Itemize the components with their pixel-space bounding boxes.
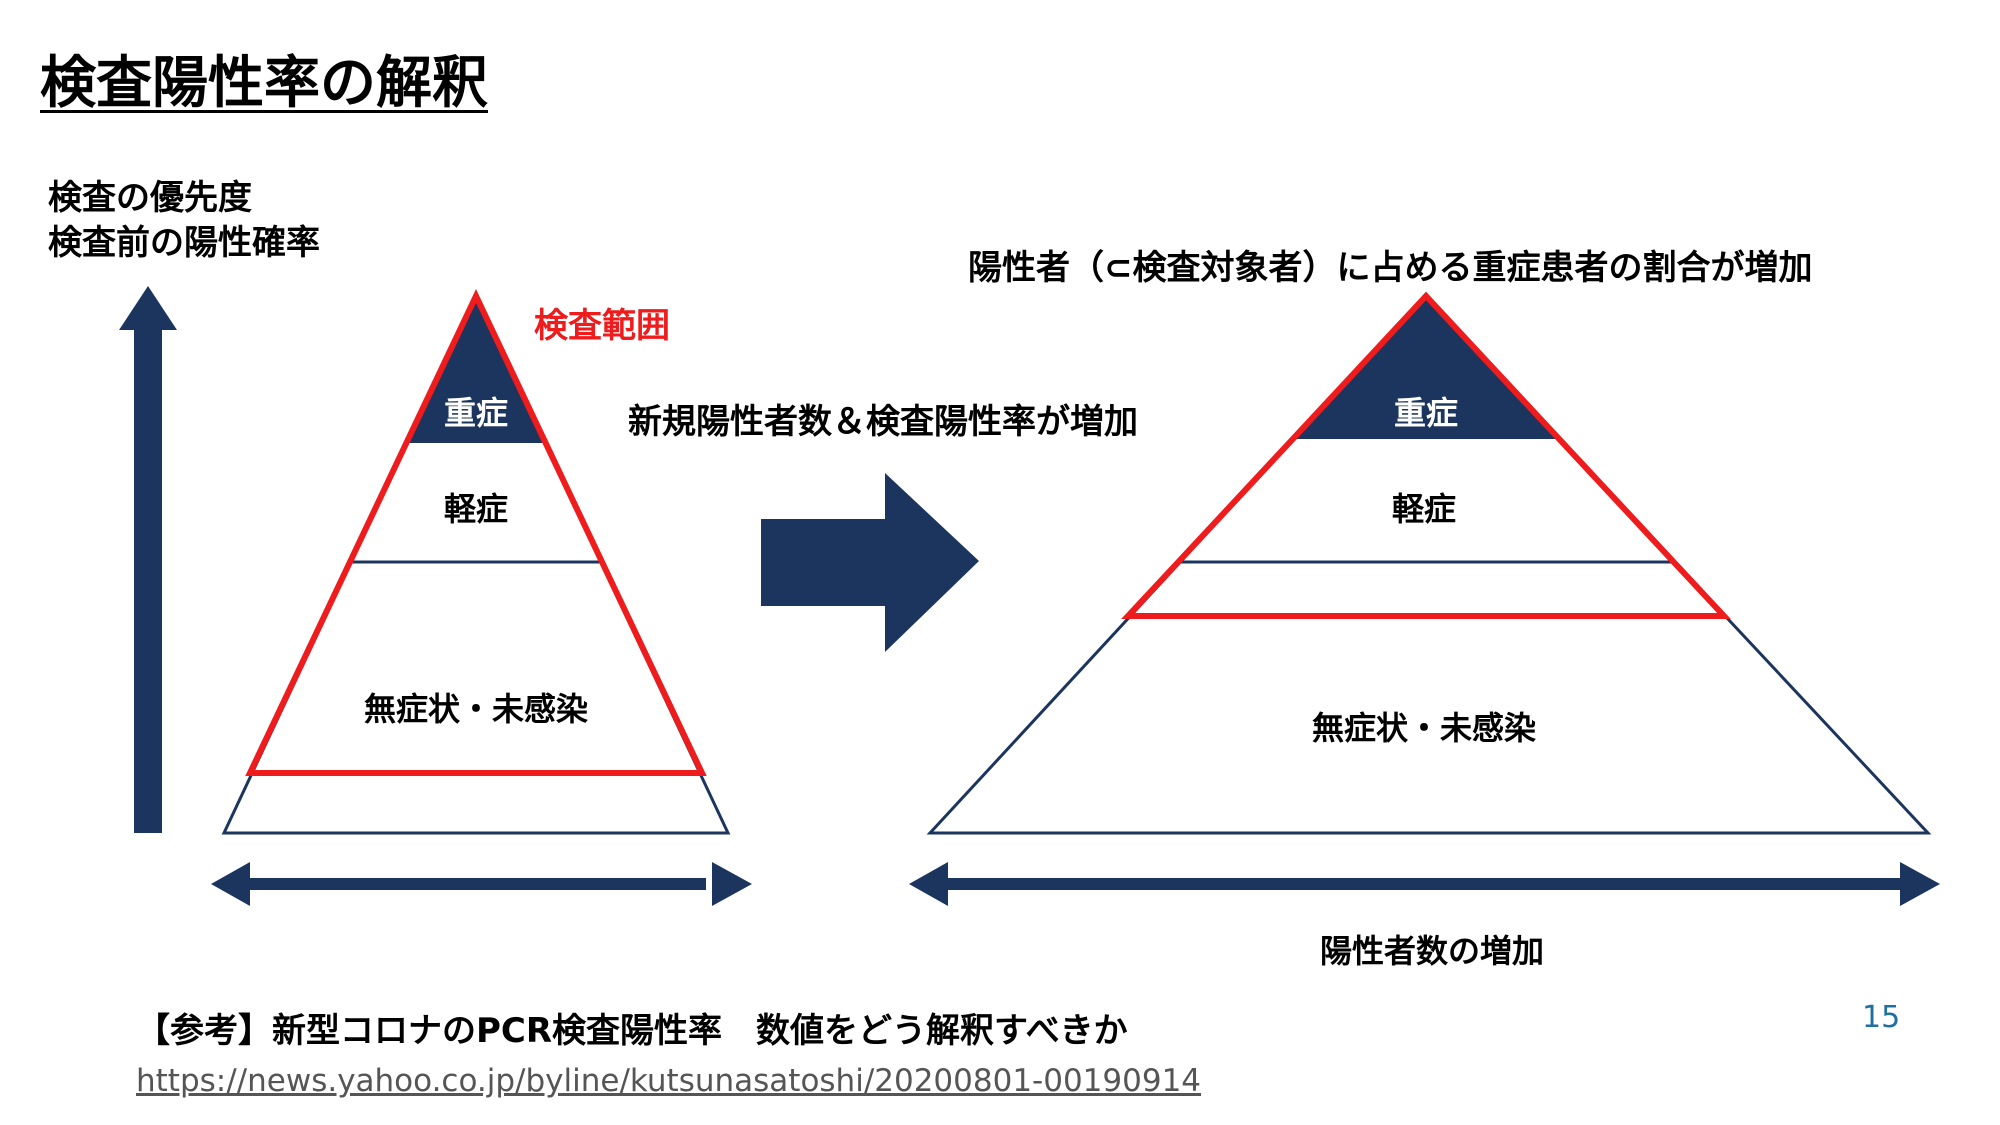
transition-label: 新規陽性者数＆検査陽性率が増加 [628,402,1138,442]
left-asymptomatic-label: 無症状・未感染 [363,690,589,728]
slide-title: 検査陽性率の解釈 [40,51,488,116]
left-pyramid [221,288,731,835]
right-severe-label: 重症 [1393,394,1459,432]
axis-label-pretest-probability: 検査前の陽性確率 [48,223,320,263]
right-severe-fill [1296,296,1556,439]
left-severe-fill [409,296,543,443]
right-mild-label: 軽症 [1391,490,1457,528]
left-double-arrow-icon [211,862,752,906]
left-test-range-outline [245,288,707,776]
axis-label-priority: 検査の優先度 [48,178,252,218]
right-pyramid-caption: 陽性者（⊂検査対象者）に占める重症患者の割合が増加 [968,248,1813,288]
page-number: 15 [1862,1000,1901,1035]
reference-url-link[interactable]: https://news.yahoo.co.jp/byline/kutsunas… [136,1063,1202,1099]
right-pyramid [926,291,1932,835]
positive-count-increase-label: 陽性者数の増加 [1319,932,1545,970]
right-block-arrow-icon [761,473,979,652]
left-mild-label: 軽症 [443,490,509,528]
reference-title: 【参考】新型コロナのPCR検査陽性率 数値をどう解釈すべきか [136,1011,1128,1051]
test-range-label: 検査範囲 [534,306,670,346]
right-test-range-outline [1121,291,1731,619]
right-asymptomatic-label: 無症状・未感染 [1311,709,1537,747]
up-arrow-icon [119,286,177,833]
right-double-arrow-icon [909,862,1940,906]
left-severe-label: 重症 [443,394,509,432]
axis-label: 検査の優先度 検査前の陽性確率 [48,176,320,266]
